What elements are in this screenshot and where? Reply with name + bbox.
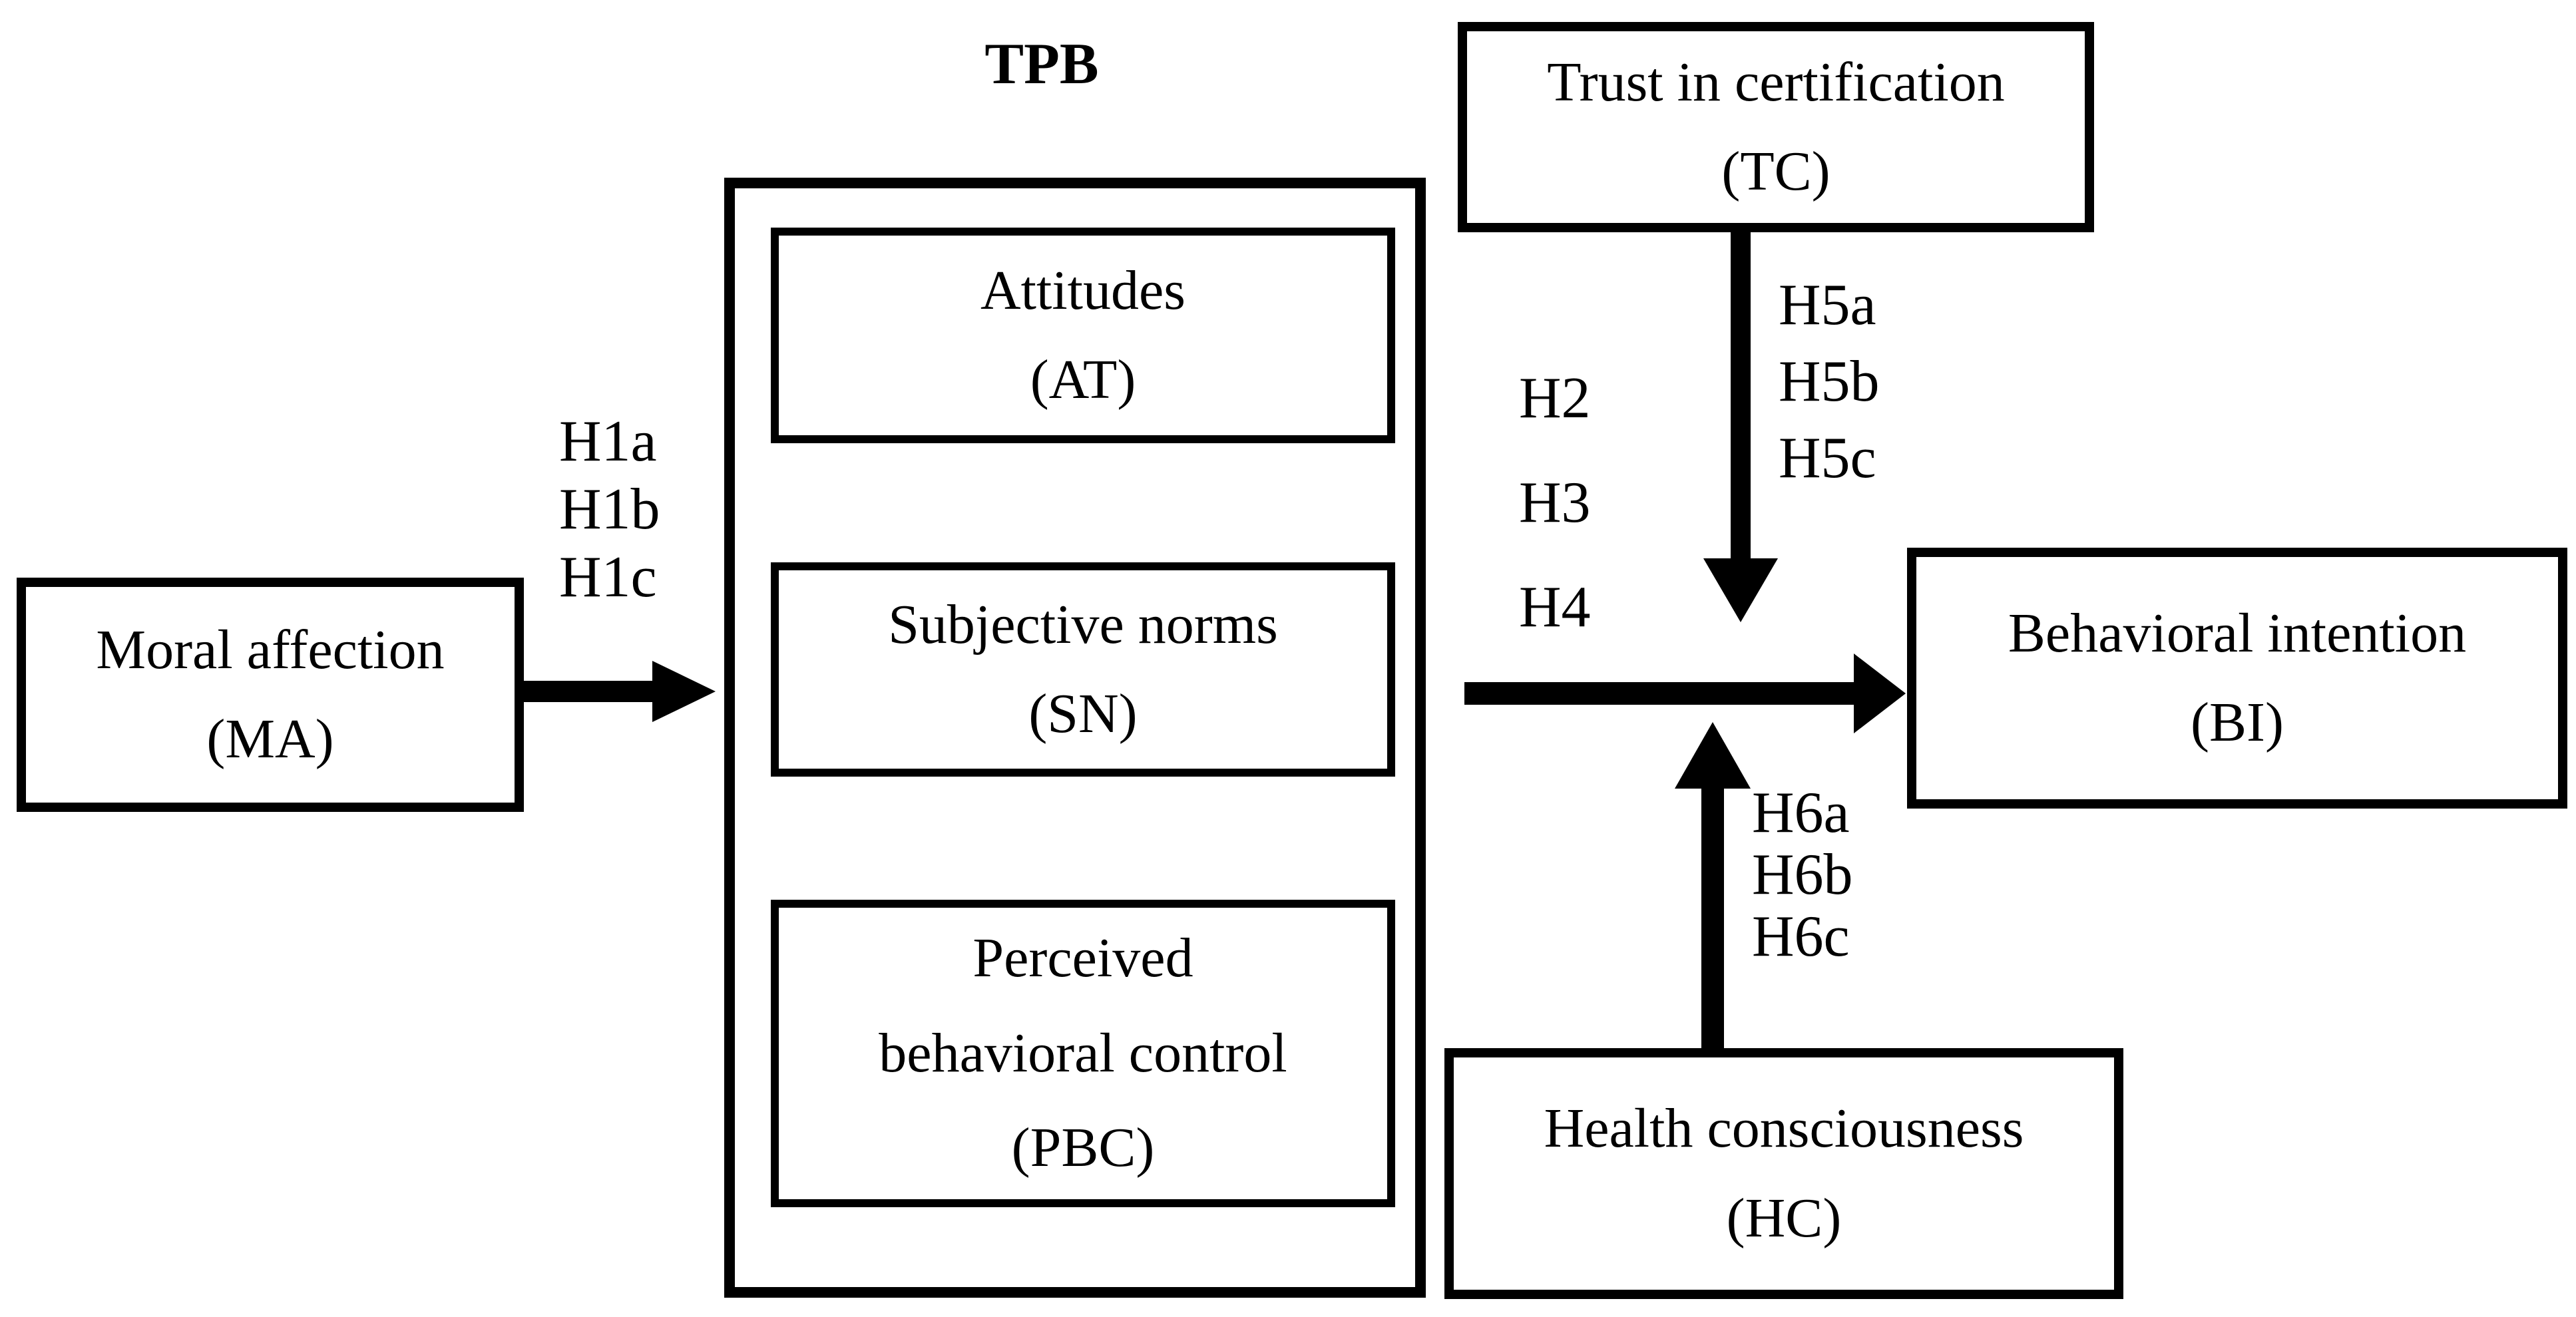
arrow-tc-down-head <box>1703 558 1778 622</box>
hypothesis-label-h6b: H6b <box>1752 843 1853 907</box>
arrow-tpb-to-bi-head <box>1854 654 1906 733</box>
node-tc-name: Trust in certification <box>1547 51 2005 113</box>
node-attitudes-name: Attitudes <box>980 259 1185 321</box>
node-behavioral-intention: Behavioral intention (BI) <box>1907 548 2567 809</box>
tpb-group-box <box>724 178 1426 1298</box>
arrow-tc-down-shaft <box>1731 223 1751 558</box>
arrow-tpb-to-bi-shaft <box>1464 682 1854 705</box>
node-subjective-norms-name: Subjective norms <box>888 593 1278 656</box>
node-moral-affection-name: Moral affection <box>96 618 445 681</box>
node-subjective-norms-abbr: (SN) <box>1028 683 1138 745</box>
node-bi-name: Behavioral intention <box>2008 602 2467 664</box>
node-tc-abbr: (TC) <box>1721 140 1830 202</box>
hypothesis-label-h1c: H1c <box>559 545 657 610</box>
node-pbc-name-line2: behavioral control <box>879 1022 1287 1084</box>
hypothesis-label-h6a: H6a <box>1752 781 1850 845</box>
tpb-group-label: TPB <box>984 32 1099 96</box>
hypothesis-label-h4: H4 <box>1519 575 1591 640</box>
node-hc-abbr: (HC) <box>1726 1187 1842 1249</box>
hypothesis-label-h1b: H1b <box>559 477 660 542</box>
arrow-ma-to-tpb-shaft <box>524 681 652 702</box>
arrow-hc-up-head <box>1675 722 1751 789</box>
hypothesis-label-h2: H2 <box>1519 366 1591 431</box>
hypothesis-group-h6: H6a H6b H6c <box>1752 782 1853 968</box>
node-pbc-abbr: (PBC) <box>1011 1117 1155 1179</box>
hypothesis-label-h5a: H5a <box>1779 273 1876 337</box>
arrow-hc-up-shaft <box>1701 787 1724 1051</box>
node-bi-abbr: (BI) <box>2191 691 2284 753</box>
node-moral-affection: Moral affection (MA) <box>17 578 524 812</box>
node-trust-in-certification: Trust in certification (TC) <box>1458 22 2094 232</box>
hypothesis-label-h1a: H1a <box>559 409 657 474</box>
hypothesis-label-h3: H3 <box>1519 470 1591 535</box>
hypothesis-label-h5b: H5b <box>1779 349 1880 414</box>
node-health-consciousness: Health consciousness (HC) <box>1444 1048 2123 1299</box>
node-hc-name: Health consciousness <box>1544 1097 2024 1160</box>
node-attitudes-abbr: (AT) <box>1030 349 1136 411</box>
node-pbc-name-line1: Perceived <box>972 926 1193 989</box>
hypothesis-label-h5c: H5c <box>1779 426 1876 490</box>
hypothesis-group-h1: H1a H1b H1c <box>559 408 660 612</box>
hypothesis-label-h6c: H6c <box>1752 904 1850 969</box>
node-subjective-norms: Subjective norms (SN) <box>771 562 1395 777</box>
node-attitudes: Attitudes (AT) <box>771 228 1395 443</box>
node-perceived-behavioral-control: Perceived behavioral control (PBC) <box>771 900 1395 1207</box>
node-moral-affection-abbr: (MA) <box>206 708 334 770</box>
hypothesis-group-h2-h3-h4: H2 H3 H4 <box>1519 346 1591 659</box>
hypothesis-group-h5: H5a H5b H5c <box>1779 267 1880 496</box>
arrow-ma-to-tpb-head <box>652 661 716 722</box>
